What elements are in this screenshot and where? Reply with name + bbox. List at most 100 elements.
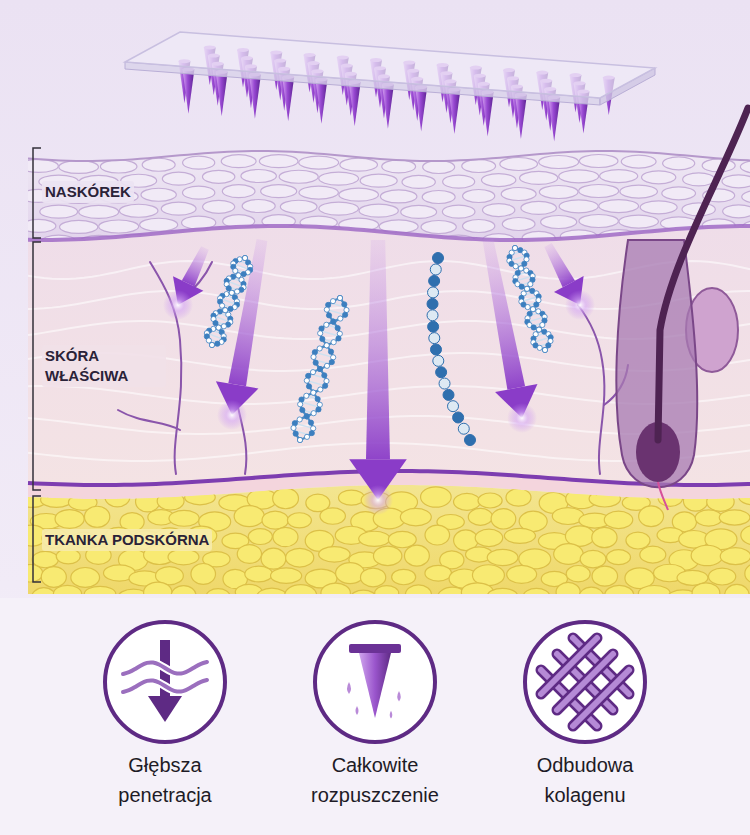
dna-strands: [308, 420, 313, 425]
icon-caption: Całkowite rozpuszczenie: [290, 750, 460, 810]
epidermis-cells: [559, 170, 599, 183]
epidermis-cells: [280, 200, 317, 213]
epidermis-cells: [621, 155, 656, 168]
dna-strands: [324, 363, 329, 368]
epidermis-cells: [380, 190, 416, 203]
dna-strands: [324, 307, 329, 312]
dna-strands: [427, 253, 476, 446]
penetration-arrows: [182, 246, 209, 286]
fat-cells: [709, 568, 736, 585]
epidermis-cells: [422, 190, 455, 203]
fat-cells: [745, 563, 750, 583]
icon-circle: [573, 670, 629, 726]
needle-array: [548, 97, 560, 141]
epidermis-cells: [40, 205, 78, 218]
fat-cells: [144, 582, 172, 603]
epidermis-cells: [539, 185, 578, 198]
fat-cells: [53, 585, 81, 602]
needle-array: [515, 95, 527, 139]
epidermis-cells: [481, 174, 515, 187]
dna-strands: [326, 313, 331, 318]
fat-cells: [626, 532, 650, 549]
fat-cells: [262, 511, 288, 529]
icon-circle: [347, 682, 351, 694]
dna-strands: [317, 366, 322, 371]
epidermis-cells: [520, 171, 558, 184]
epidermis-cells: [261, 185, 297, 198]
penetration-arrows: [366, 240, 390, 459]
fat-cells: [171, 586, 196, 606]
skin-surface: [28, 151, 750, 161]
dna-strands: [209, 342, 214, 347]
fat-cells: [19, 564, 43, 582]
blood-vessels: [578, 305, 604, 474]
dna-strands: [204, 245, 553, 445]
dna-strands: [546, 343, 551, 348]
dna-strands: [311, 411, 316, 416]
fat-cells: [287, 513, 311, 528]
epidermis-cells: [722, 175, 750, 188]
fat-cells: [319, 547, 350, 562]
icon-caption: Odbudowa kolagenu: [500, 750, 670, 810]
epidermis-cells: [319, 172, 359, 185]
dna-strands: [318, 331, 323, 336]
icon-panel: [0, 598, 750, 835]
fat-cells: [157, 492, 184, 510]
fat-cells: [691, 545, 723, 565]
epidermis-cells: [340, 158, 378, 171]
dna-strands: [236, 273, 241, 278]
dna-strands: [241, 271, 246, 276]
fat-cells: [191, 564, 216, 585]
epidermis-cells: [19, 159, 58, 172]
fat-cells: [336, 563, 365, 584]
dna-strands: [336, 336, 341, 341]
fat-cells: [338, 490, 364, 505]
icon-circle: [397, 691, 401, 702]
dna-strands: [316, 407, 321, 412]
icon-circle: [517, 614, 653, 750]
dna-strands: [212, 258, 250, 345]
fat-cells: [237, 545, 261, 564]
subcutaneous-layer: [28, 485, 750, 594]
dna-strands: [291, 295, 349, 442]
dna-strands: [537, 345, 542, 350]
fat-cells: [273, 488, 299, 509]
fat-cells: [638, 586, 670, 601]
epidermis-cells: [21, 219, 55, 232]
epidermis-layer: [28, 151, 750, 240]
epidermis-cells: [79, 205, 119, 218]
dna-strands: [304, 434, 309, 439]
epidermis-cells: [501, 187, 536, 200]
fat-cells: [55, 510, 84, 529]
icon-circle: [123, 662, 207, 674]
icon-circle: [105, 622, 225, 742]
needle-array: [415, 87, 427, 131]
icon-circle: [105, 622, 225, 742]
dna-strands: [531, 325, 536, 330]
epidermis-cells: [202, 230, 236, 243]
fat-cells: [725, 584, 750, 605]
dna-strands: [542, 347, 547, 352]
dna-strands: [542, 347, 547, 352]
epidermis-cells: [579, 185, 619, 198]
layer-brackets: [33, 148, 41, 238]
dna-strands: [291, 425, 296, 430]
fat-cells: [400, 508, 431, 526]
dna-strands: [343, 312, 348, 317]
fat-cells: [168, 549, 199, 565]
dna-strands: [317, 346, 322, 351]
fat-cells: [273, 527, 298, 546]
dna-strands: [315, 396, 320, 401]
dna-strands: [524, 286, 529, 291]
dna-strands: [335, 325, 340, 330]
fat-cells: [554, 544, 584, 565]
epidermis-cells: [662, 187, 696, 200]
dna-strands: [331, 340, 336, 345]
epidermis-cells: [282, 230, 316, 243]
layer-brackets: [33, 496, 41, 582]
dna-strands: [524, 286, 529, 291]
epidermis-cells: [299, 186, 338, 199]
fat-cells: [31, 588, 56, 608]
fat-cells: [425, 565, 452, 581]
dna-strands: [294, 298, 347, 440]
